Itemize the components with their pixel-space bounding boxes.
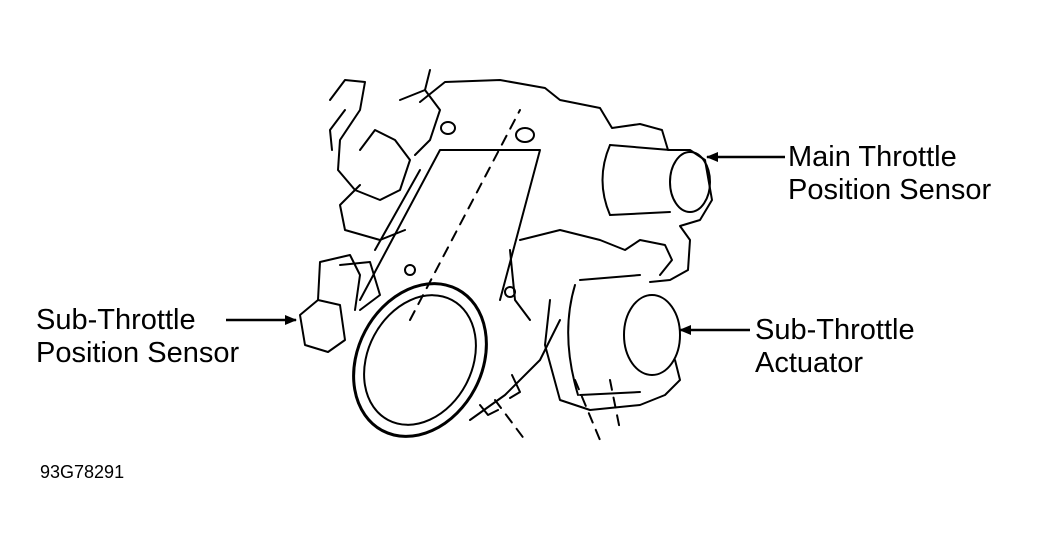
sub-actuator-label: Sub-Throttle Actuator xyxy=(755,314,915,380)
main-tps-label-line2: Position Sensor xyxy=(788,174,992,206)
figure-id: 93G78291 xyxy=(40,462,125,482)
sub-actuator-label-line1: Sub-Throttle xyxy=(755,314,915,346)
throttle-bore-ring xyxy=(352,282,488,438)
sub-actuator-cap xyxy=(623,294,681,376)
main-tps-label: Main Throttle Position Sensor xyxy=(788,141,991,207)
main-tps-cap xyxy=(669,151,711,213)
sub-tps-housing xyxy=(299,299,346,353)
sub-actuator-label-line2: Actuator xyxy=(755,347,863,379)
main-tps-label-line1: Main Throttle xyxy=(788,141,957,173)
sub-tps-label-line1: Sub-Throttle xyxy=(36,304,196,336)
throttle-body-illustration xyxy=(299,69,713,441)
sub-tps-label: Sub-Throttle Position Sensor xyxy=(36,304,239,370)
sub-tps-label-line2: Position Sensor xyxy=(36,337,240,369)
